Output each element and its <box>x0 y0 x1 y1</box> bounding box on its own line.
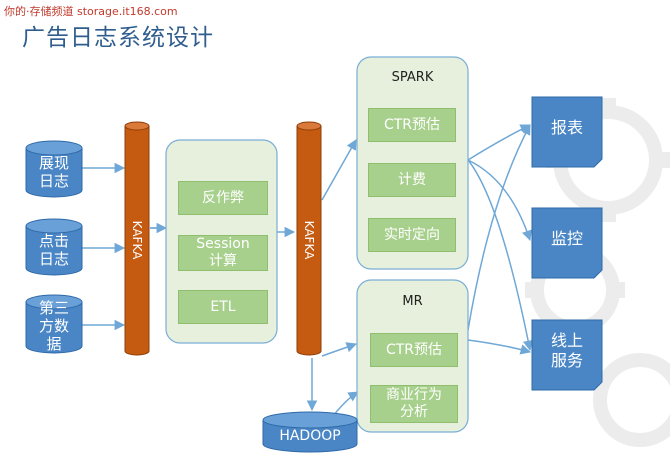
page-title: 广告日志系统设计 <box>22 25 214 51</box>
output-documents <box>531 96 603 391</box>
etl-box: ETL <box>178 290 268 324</box>
source-cylinders <box>25 140 83 354</box>
output-report: 报表 <box>550 118 583 137</box>
spark-billing-box: 计费 <box>368 163 456 197</box>
output-online-service: 线上 服务 <box>550 331 583 370</box>
watermark-text: 你的·存储频道 storage.it168.com <box>4 5 178 18</box>
hadoop-label: HADOOP <box>279 428 341 444</box>
source-third-party: 第三 方数 据 <box>38 299 69 353</box>
kafka-right-label: KAFKA <box>302 220 316 260</box>
kafka-left-label: KAFKA <box>130 220 144 260</box>
hadoop-cylinder <box>262 411 358 453</box>
mr-panel-title: MR <box>402 294 423 309</box>
spark-panel-title: SPARK <box>391 70 434 85</box>
mr-ctr-box: CTR预估 <box>370 333 458 367</box>
kafka-pipes <box>124 121 322 356</box>
mr-behavior-box: 商业行为 分析 <box>370 385 458 423</box>
output-monitor: 监控 <box>550 229 583 248</box>
spark-ctr-box: CTR预估 <box>368 108 456 142</box>
session-calc-box: Session 计算 <box>178 235 268 271</box>
spark-realtime-box: 实时定向 <box>368 218 456 252</box>
source-click-log: 点击 日志 <box>38 232 69 268</box>
anti-fraud-box: 反作弊 <box>178 181 268 215</box>
source-display-log: 展现 日志 <box>38 154 69 190</box>
